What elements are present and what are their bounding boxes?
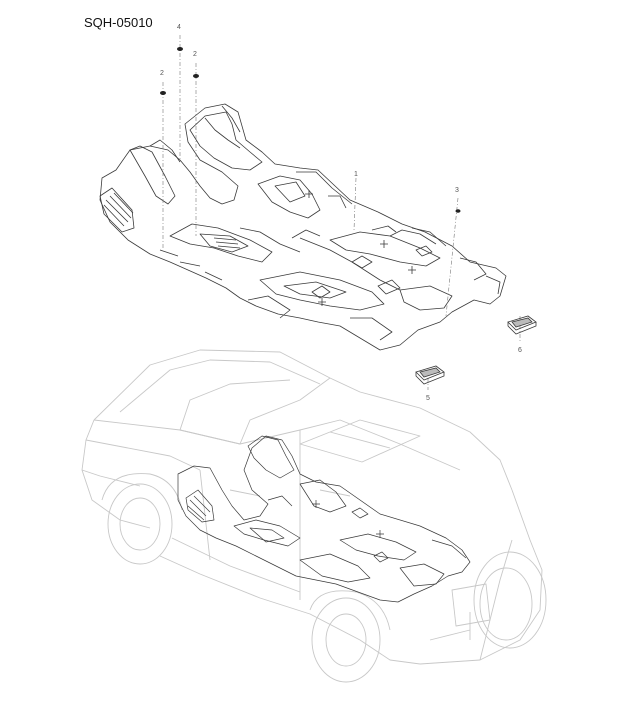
callout-1: 1 <box>354 171 358 178</box>
floor-carpet-part[interactable] <box>99 103 507 351</box>
center-marker-icon <box>305 190 416 306</box>
installed-carpet <box>177 435 471 603</box>
vehicle-outline <box>81 349 547 683</box>
leader-lines <box>162 35 521 390</box>
plug-part-5[interactable] <box>415 365 445 385</box>
callout-3: 3 <box>455 187 459 194</box>
plug-part-6[interactable] <box>507 315 537 335</box>
callout-4: 4 <box>177 24 181 31</box>
clip-fastener-icon[interactable] <box>160 47 461 213</box>
callout-2: 2 <box>160 70 164 77</box>
callout-2: 2 <box>193 51 197 58</box>
callout-6: 6 <box>518 347 522 354</box>
callout-5: 5 <box>426 395 430 402</box>
diagram-code: SQH-05010 <box>84 15 153 30</box>
